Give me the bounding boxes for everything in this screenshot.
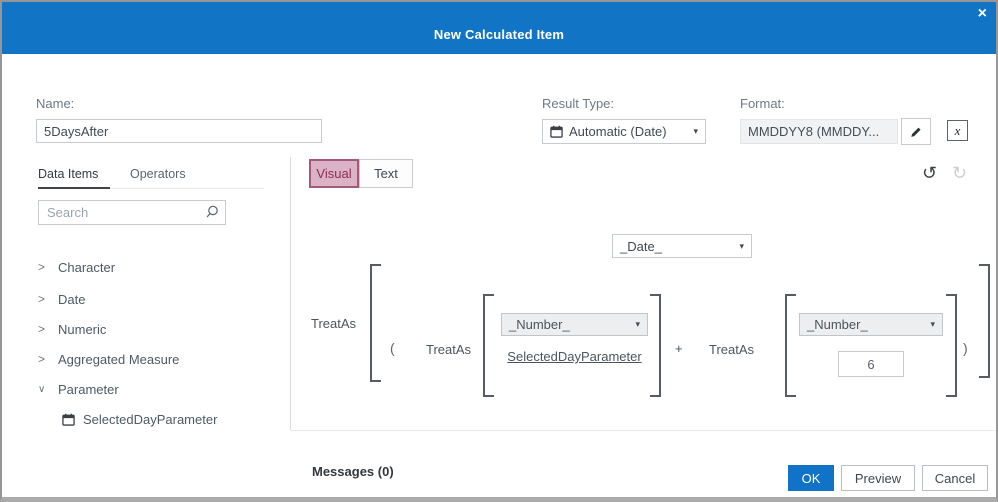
redo-icon[interactable]: ↻ [952,163,968,183]
tab-operators[interactable]: Operators [130,167,186,181]
constant-value-input[interactable] [838,351,904,377]
tree-item-label: Aggregated Measure [58,351,180,367]
chevron-down-icon: ▾ [739,240,744,251]
close-icon[interactable]: × [977,5,987,22]
calendar-icon [550,125,563,138]
tree-item-aggregated-measure[interactable]: > Aggregated Measure [38,349,179,369]
search-box [38,200,226,225]
chevron-right-icon[interactable]: > [38,260,46,274]
chevron-right-icon[interactable]: > [38,322,46,336]
left-treatas-operator: TreatAs [426,342,472,357]
calendar-icon [62,413,75,426]
tree-item-selecteddayparameter[interactable]: SelectedDayParameter [38,409,217,429]
tree-item-parameter[interactable]: ∨ Parameter [38,379,119,399]
panel-divider [290,157,291,430]
left-type-dropdown[interactable]: _Number_ ▾ [501,313,648,336]
edit-format-button[interactable] [901,118,931,145]
result-type-dropdown[interactable]: Automatic (Date) ▾ [542,119,706,144]
format-value: MMDDYY8 (MMDDY... [740,119,898,144]
left-operand-right-bracket [650,294,661,397]
result-field-value: _Date_ [620,238,662,254]
left-operand-left-bracket [483,294,494,397]
right-operand-left-bracket [785,294,796,397]
right-treatas-operator: TreatAs [709,342,755,357]
tree-item-character[interactable]: > Character [38,257,115,277]
preview-button[interactable]: Preview [841,465,915,491]
dialog-header: New Calculated Item × [2,2,996,54]
pencil-icon [909,125,923,139]
close-paren: ) [963,340,968,356]
text-tab-button[interactable]: Text [359,159,413,188]
search-input[interactable] [38,200,226,225]
outer-right-bracket [979,264,990,378]
chevron-right-icon[interactable]: > [38,292,46,306]
chevron-down-icon: ▾ [930,319,935,329]
result-type-value: Automatic (Date) [569,124,667,139]
plus-operator: + [675,341,683,356]
outer-treatas-operator: TreatAs [311,316,357,331]
outer-left-bracket [370,264,381,382]
open-paren: ( [390,340,395,356]
tree-item-label: Numeric [58,321,107,337]
left-type-value: _Number_ [509,317,570,332]
tree-item-numeric[interactable]: > Numeric [38,319,106,339]
right-type-value: _Number_ [807,317,868,332]
clear-format-button[interactable]: x [947,120,968,141]
search-icon [206,205,218,218]
chevron-right-icon[interactable]: > [38,352,46,366]
format-label: Format: [740,96,785,111]
right-operand-right-bracket [946,294,957,397]
name-label: Name: [36,96,75,111]
tree-item-date[interactable]: > Date [38,289,85,309]
result-type-label: Result Type: [542,96,615,111]
cancel-button[interactable]: Cancel [922,465,988,491]
footer-divider [291,430,996,431]
active-tab-underline [38,187,110,189]
name-input[interactable] [36,119,322,143]
right-type-dropdown[interactable]: _Number_ ▾ [799,313,943,336]
chevron-down-icon: ▾ [693,126,698,136]
tree-item-label: SelectedDayParameter [83,411,218,427]
chevron-down-icon[interactable]: ∨ [38,383,46,395]
ok-button[interactable]: OK [788,465,834,491]
selected-day-parameter-link[interactable]: SelectedDayParameter [507,349,642,364]
visual-tab-button[interactable]: Visual [309,159,359,188]
tree-item-label: Date [58,291,86,307]
result-field-dropdown[interactable]: _Date_ ▾ [612,234,752,258]
tree-item-label: Parameter [58,381,119,397]
undo-icon[interactable]: ↺ [922,163,938,183]
tree-item-label: Character [58,259,116,275]
tab-strip-divider [38,188,264,189]
dialog-title: New Calculated Item [433,27,565,42]
chevron-down-icon: ▾ [635,319,640,329]
tab-data-items[interactable]: Data Items [38,167,99,181]
messages-toggle[interactable]: Messages (0) [312,464,394,479]
